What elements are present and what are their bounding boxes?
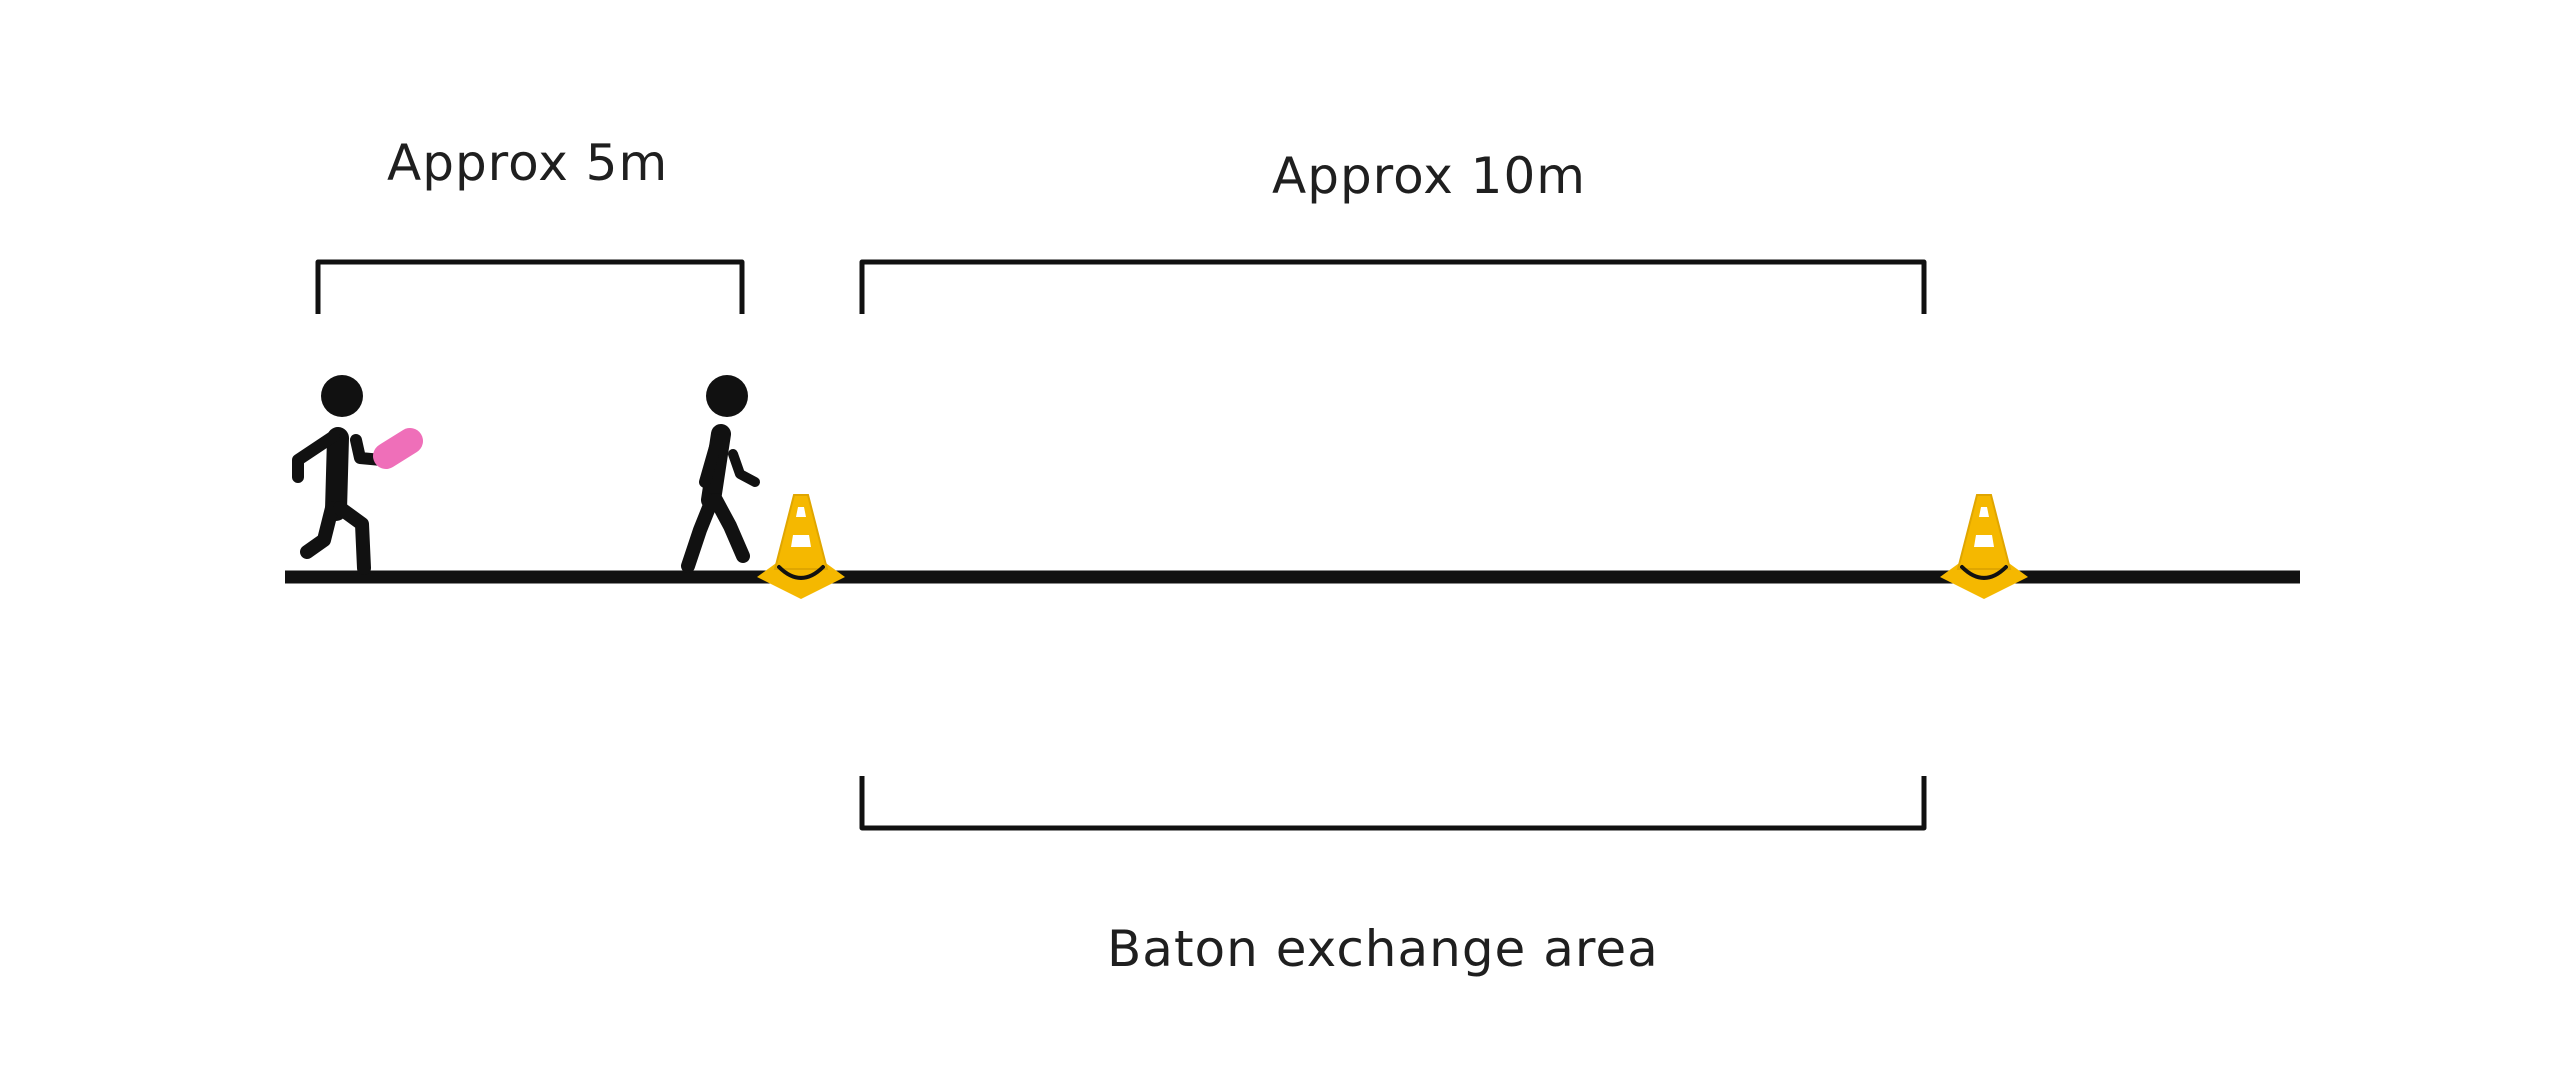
bracket-10m: [859, 259, 1927, 314]
baton-icon: [373, 428, 423, 469]
label-baton-exchange-area: Baton exchange area: [1107, 920, 1659, 978]
label-approx-10m: Approx 10m: [1272, 147, 1587, 205]
receiving-runner-icon: [681, 375, 760, 573]
label-approx-5m: Approx 5m: [387, 134, 669, 192]
runner-with-baton-icon: [292, 375, 423, 575]
bracket-5m: [315, 259, 745, 314]
cone-end-icon: [1940, 494, 2028, 599]
bracket-exchange-area: [859, 776, 1927, 831]
cone-start-icon: [757, 494, 845, 599]
